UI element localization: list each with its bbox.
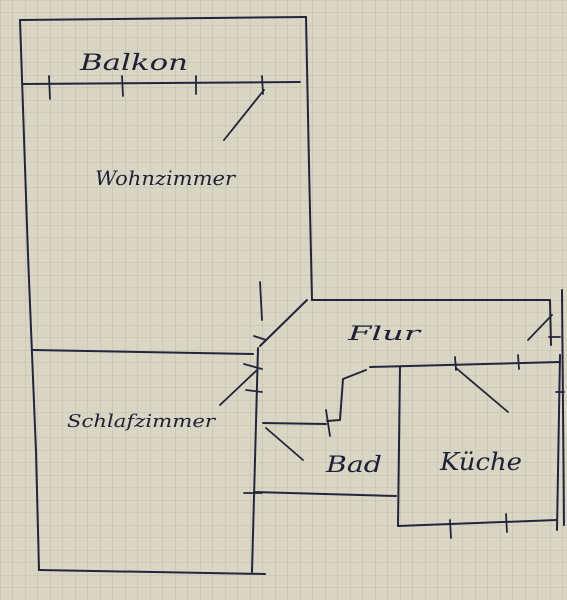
wall-bad-bottom bbox=[253, 491, 397, 497]
room-label-flur: Flur bbox=[346, 321, 422, 345]
room-label-kueche: Küche bbox=[439, 448, 522, 476]
wall-right-lower bbox=[556, 354, 561, 531]
tick-marks bbox=[48, 75, 565, 539]
wall-left bbox=[19, 19, 40, 571]
wall-bad-top-step bbox=[326, 369, 367, 422]
door-balkon bbox=[223, 89, 265, 141]
wall-balkon-line bbox=[21, 81, 301, 85]
wall-flur-bottom bbox=[369, 361, 561, 368]
wall-top bbox=[19, 16, 307, 21]
room-label-schlafzimmer: Schlafzimmer bbox=[67, 411, 217, 432]
door-bad bbox=[265, 427, 304, 461]
wall-bottom bbox=[38, 569, 266, 575]
wall-bad-top bbox=[262, 422, 327, 425]
door-schlafzimmer bbox=[219, 369, 258, 406]
wall-wohnzimmer-right bbox=[305, 16, 313, 301]
wall-kueche-left bbox=[397, 366, 401, 527]
wall-bedroom-right bbox=[251, 347, 259, 573]
wall-diagonal bbox=[259, 299, 308, 347]
wall-edge-right bbox=[561, 289, 565, 526]
room-label-wohnzimmer: Wohnzimmer bbox=[95, 166, 237, 190]
wall-divider-living-bedroom bbox=[32, 349, 254, 355]
room-labels: Balkon Wohnzimmer Schlafzimmer Flur Bad … bbox=[67, 51, 522, 478]
room-label-balkon: Balkon bbox=[79, 51, 188, 76]
wall-right-upper bbox=[549, 299, 552, 346]
room-label-bad: Bad bbox=[325, 453, 382, 478]
door-kueche bbox=[455, 367, 509, 413]
door-swings bbox=[219, 89, 553, 461]
wall-lines bbox=[19, 16, 565, 575]
wall-kueche-bottom bbox=[397, 519, 558, 527]
door-flur-right bbox=[527, 314, 553, 341]
